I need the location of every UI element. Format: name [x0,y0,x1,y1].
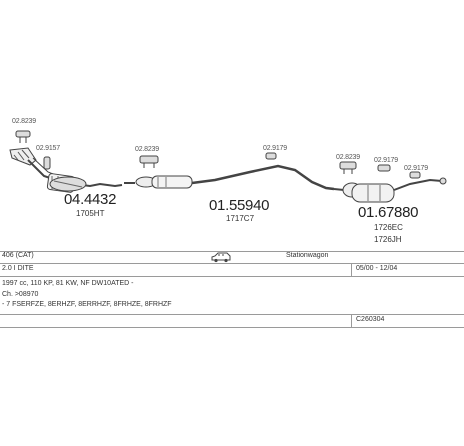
rear-oem-number: 1726EC [374,223,403,232]
clamp-icon[interactable] [43,156,51,170]
catalog-number: C260304 [356,316,385,323]
clamp-ref-front-side: 02.9157 [36,145,60,152]
model-label: 406 (CAT) [2,252,34,259]
clamp-icon[interactable] [139,155,159,168]
clamp-ref-mid-pipe: 02.9179 [263,145,287,152]
front-part-number[interactable]: 04.4432 [64,191,117,208]
clamp-icon[interactable] [377,164,391,172]
rear-section-part[interactable] [333,177,447,203]
rear-part-number[interactable]: 01.67880 [358,204,419,221]
clamp-ref-rear-a: 02.8239 [336,154,360,161]
table-divider [351,314,352,327]
middle-oem-number: 1717C7 [226,214,255,223]
clamp-ref-front-mid: 02.8239 [135,146,159,153]
table-divider [0,314,464,315]
car-body-icon [211,251,231,265]
clamp-ref-rear-b: 02.9179 [374,157,398,164]
table-divider [0,276,464,277]
rear-oem-number: 1726JH [374,235,402,244]
front-oem-number: 1705HT [76,209,105,218]
clamp-ref-rear-c: 02.9179 [404,165,428,172]
middle-part-number[interactable]: 01.55940 [209,197,270,214]
table-divider [351,263,352,276]
clamp-icon[interactable] [15,130,31,143]
production-period: 05/00 - 12/04 [356,265,398,272]
clamp-icon[interactable] [409,171,421,179]
engine-label: 2.0 I DITE [2,265,34,272]
chassis-range: Ch. >08970 [2,291,39,298]
table-divider [0,327,464,328]
clamp-icon[interactable] [265,152,277,160]
engine-codes: - 7 FSERFZE, 8ERHZF, 8ERRHZF, 8FRHZE, 8F… [2,301,172,308]
front-section-part[interactable] [9,147,123,193]
table-divider [0,251,464,252]
clamp-ref-front-top: 02.8239 [12,118,36,125]
table-divider [0,263,464,264]
body-type: Stationwagon [286,252,329,259]
clamp-icon[interactable] [339,161,357,174]
middle-section-part[interactable] [124,164,335,191]
engine-specs: 1997 cc, 110 KP, 81 KW, NF DW10ATED - [2,280,134,287]
